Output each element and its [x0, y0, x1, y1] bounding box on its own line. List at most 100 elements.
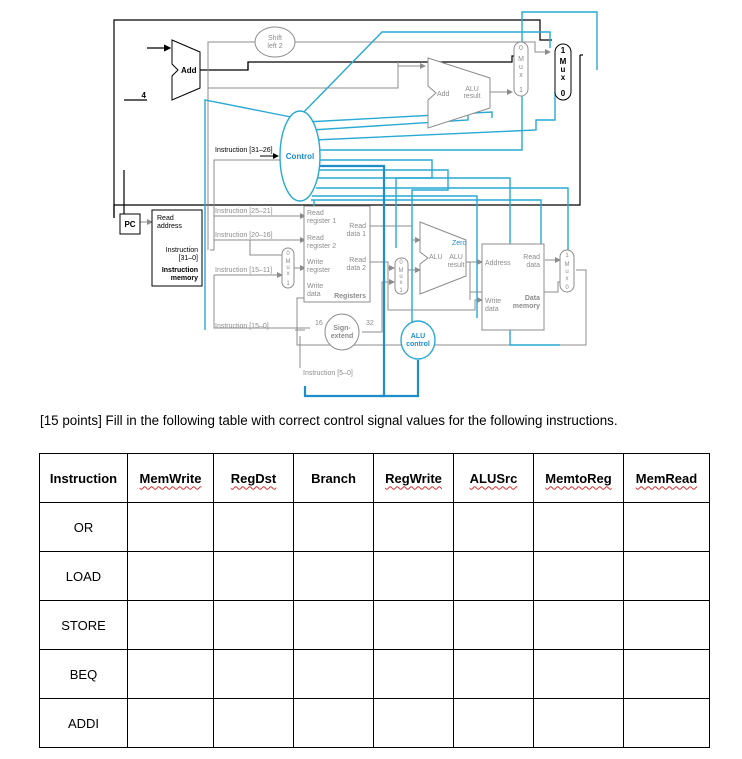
svg-text:x: x	[400, 280, 403, 286]
alusrc-cell[interactable]	[453, 698, 534, 748]
instruction-memory	[151, 209, 203, 287]
branch-adder-alu-label-2: result	[463, 93, 480, 100]
svg-text:Read: Read	[523, 254, 540, 261]
instruction-cell: BEQ	[39, 649, 128, 699]
memwrite-cell[interactable]	[127, 502, 214, 552]
instruction-25-21-label: Instruction [25–21]	[215, 208, 273, 215]
svg-text:register 2: register 2	[307, 243, 336, 250]
header-instruction: Instruction	[39, 453, 128, 503]
memtoreg-cell[interactable]	[533, 649, 624, 699]
control-wires-bold	[303, 164, 420, 398]
regdst-cell[interactable]	[213, 649, 294, 699]
svg-text:0: 0	[519, 45, 523, 52]
branch-cell[interactable]	[293, 600, 374, 650]
svg-text:x: x	[519, 72, 523, 79]
instruction-cell: LOAD	[39, 551, 128, 601]
alusrc-cell[interactable]	[453, 649, 534, 699]
regwrite-cell[interactable]	[373, 649, 454, 699]
table-row: LOAD	[39, 551, 710, 601]
memread-cell[interactable]	[623, 502, 710, 552]
regdst-cell[interactable]	[213, 600, 294, 650]
regwrite-cell[interactable]	[373, 600, 454, 650]
jump-wires	[113, 19, 583, 218]
table-row: OR	[39, 502, 710, 552]
instruction-memory-label-1: Instruction	[162, 267, 198, 274]
svg-text:Data: Data	[525, 295, 540, 302]
register-file	[303, 205, 371, 303]
memwrite-cell[interactable]	[127, 698, 214, 748]
memread-cell[interactable]	[623, 698, 710, 748]
branch-cell[interactable]	[293, 649, 374, 699]
header-branch: Branch	[293, 453, 374, 503]
svg-text:Registers: Registers	[334, 293, 366, 300]
alusrc-mux	[394, 257, 409, 295]
memwrite-cell[interactable]	[127, 551, 214, 601]
read-address-label-2: address	[157, 223, 182, 230]
header-regdst: RegDst	[213, 453, 294, 503]
shift-left-2	[254, 26, 296, 58]
branch-cell[interactable]	[293, 551, 374, 601]
control-label: Control	[286, 152, 314, 161]
svg-text:data 2: data 2	[347, 265, 367, 272]
instruction-cell: OR	[39, 502, 128, 552]
bits-16-label: 16	[315, 320, 323, 327]
header-memread: MemRead	[623, 453, 710, 503]
memread-cell[interactable]	[623, 551, 710, 601]
regdst-mux-labels: 0 M u x 1	[286, 251, 291, 287]
svg-text:Read: Read	[349, 223, 366, 230]
memread-cell[interactable]	[623, 649, 710, 699]
regwrite-cell[interactable]	[373, 551, 454, 601]
svg-text:1: 1	[399, 288, 403, 294]
regdst-cell[interactable]	[213, 698, 294, 748]
branch-cell[interactable]	[293, 698, 374, 748]
memread-cell[interactable]	[623, 600, 710, 650]
svg-text:memory: memory	[513, 303, 540, 310]
svg-text:data: data	[485, 306, 499, 313]
regwrite-cell[interactable]	[373, 698, 454, 748]
svg-text:register 1: register 1	[307, 218, 336, 225]
alu-control-label-2: control	[406, 341, 430, 348]
alu-control	[400, 320, 436, 360]
regdst-cell[interactable]	[213, 502, 294, 552]
svg-text:1: 1	[565, 253, 569, 259]
shift-label-2: left 2	[267, 43, 282, 50]
read-address-label-1: Read	[157, 215, 174, 222]
alu-control-label-1: ALU	[411, 333, 425, 340]
main-alu	[419, 221, 467, 295]
svg-text:M: M	[518, 56, 524, 63]
branch-adder	[427, 57, 491, 129]
svg-text:Write: Write	[307, 259, 323, 266]
alusrc-cell[interactable]	[453, 551, 534, 601]
pc-label: PC	[124, 220, 135, 229]
pc-adder-label: Add	[181, 66, 197, 75]
svg-text:1: 1	[561, 46, 566, 55]
table-row: ADDI	[39, 698, 710, 748]
instruction-20-16-label: Instruction [20–16]	[215, 232, 273, 239]
memtoreg-cell[interactable]	[533, 502, 624, 552]
svg-text:M: M	[399, 268, 404, 274]
memtoreg-cell[interactable]	[533, 698, 624, 748]
memwrite-cell[interactable]	[127, 600, 214, 650]
alusrc-cell[interactable]	[453, 502, 534, 552]
register-file-labels: Read register 1 Read register 2 Write re…	[307, 210, 366, 300]
svg-text:u: u	[519, 64, 523, 71]
memtoreg-cell[interactable]	[533, 551, 624, 601]
instruction-31-26-label: Instruction [31–26]	[215, 147, 273, 154]
branch-cell[interactable]	[293, 502, 374, 552]
svg-text:M: M	[565, 262, 570, 268]
memtoreg-cell[interactable]	[533, 600, 624, 650]
svg-text:data 1: data 1	[347, 231, 367, 238]
alusrc-cell[interactable]	[453, 600, 534, 650]
instruction-memory-label-2: memory	[171, 275, 198, 282]
svg-text:x: x	[287, 271, 290, 277]
regdst-cell[interactable]	[213, 551, 294, 601]
regwrite-cell[interactable]	[373, 502, 454, 552]
alu-label: ALU	[429, 254, 443, 261]
pc-source-mux-labels: 0 M u x 1	[518, 45, 524, 94]
memwrite-cell[interactable]	[127, 649, 214, 699]
table-header-row: Instruction MemWrite RegDst Branch RegWr…	[39, 453, 710, 503]
datapath-diagram: PC Read address Instruction [31–0] Instr…	[113, 11, 598, 398]
branch-adder-alu-label-1: ALU	[465, 86, 479, 93]
svg-text:Write: Write	[485, 298, 501, 305]
svg-text:u: u	[286, 265, 289, 271]
